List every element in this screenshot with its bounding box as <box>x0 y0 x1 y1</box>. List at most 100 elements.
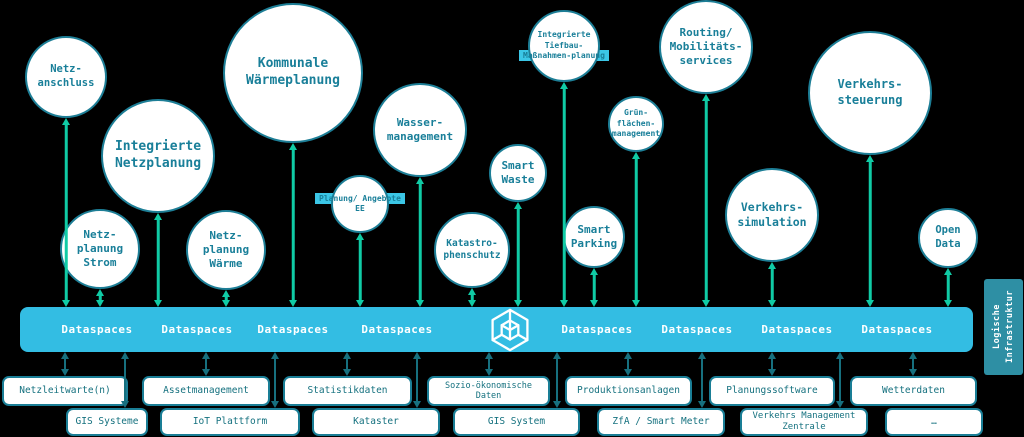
system-box-sonstige: … <box>885 408 983 436</box>
bubble-tiefbau-massnahmenplanung: Integrierte Tiefbau- Maßnahmen-planung <box>519 10 609 82</box>
arrowhead-down-icon <box>96 300 104 307</box>
system-box-planungssoftware: Planungssoftware <box>709 376 835 406</box>
arrowhead-up-icon <box>413 352 421 359</box>
arrow-line <box>704 99 708 302</box>
arrowhead-down-icon <box>485 369 493 376</box>
bubble-wasser-management: Wasser- management <box>373 83 467 177</box>
arrowhead-up-icon <box>944 268 952 275</box>
arrowhead-up-icon <box>222 290 230 297</box>
connector-verkehrs-steuerung <box>866 155 874 307</box>
bubble-routing-mobilitaetsservices: Routing/ Mobilitäts- services <box>659 0 753 94</box>
bubble-circle <box>101 99 215 213</box>
bubble-planung-angebote-ee: Planung/ Angebote EE <box>315 175 405 233</box>
bubble-circle <box>659 0 753 94</box>
arrowhead-down-icon <box>271 401 279 408</box>
bubble-label: Smart Parking <box>570 222 618 250</box>
arrow-line <box>64 357 66 371</box>
arrowhead-down-icon <box>768 300 776 307</box>
connector-sozio-oekonomische-daten <box>485 352 493 376</box>
arrowhead-up-icon <box>121 352 129 359</box>
bubble-label: Katastro- phenschutz <box>443 237 501 261</box>
arrowhead-down-icon <box>836 401 844 408</box>
bubble-kommunale-waermeplanung: Kommunale Wärmeplanung <box>223 3 363 143</box>
system-box-statistikdaten: Statistikdaten <box>283 376 412 406</box>
arrowhead-up-icon <box>416 177 424 184</box>
connector-netzleitwarte <box>61 352 69 376</box>
connector-kataster <box>413 352 421 408</box>
arrowhead-up-icon <box>343 352 351 359</box>
arrowhead-down-icon <box>560 300 568 307</box>
arrowhead-down-icon <box>553 401 561 408</box>
arrowhead-up-icon <box>289 143 297 150</box>
arrow-line <box>358 238 362 302</box>
bubble-label: Kommunale Wärmeplanung <box>246 56 340 88</box>
connector-planungssoftware <box>768 352 776 376</box>
bubble-circle <box>563 206 625 268</box>
arrow-line <box>291 148 295 302</box>
logische-infrastruktur-label: Logische Infrastruktur <box>991 290 1015 364</box>
bubble-smart-parking: Smart Parking <box>563 206 625 268</box>
bubble-katastrophenschutz: Katastro- phenschutz <box>434 212 510 288</box>
arrowhead-down-icon <box>468 300 476 307</box>
arrowhead-down-icon <box>202 369 210 376</box>
arrowhead-down-icon <box>356 300 364 307</box>
connector-routing-mobilitaetsservices <box>702 94 710 307</box>
arrow-line <box>912 357 914 371</box>
arrowhead-down-icon <box>413 401 421 408</box>
bubble-label: Integrierte Tiefbau- Maßnahmen-planung <box>523 30 605 61</box>
arrow-line <box>470 293 474 302</box>
arrowhead-up-icon <box>553 352 561 359</box>
dataspaces-label: Dataspaces <box>61 323 133 336</box>
connector-gis-system <box>553 352 561 408</box>
connector-smart-parking <box>590 268 598 307</box>
arrowhead-down-icon <box>698 401 706 408</box>
bubble-label: Grün- flächen- management <box>611 108 661 139</box>
connector-assetmanagement <box>202 352 210 376</box>
system-box-assetmanagement: Assetmanagement <box>142 376 270 406</box>
bubble-circle <box>608 96 664 152</box>
arrowhead-up-icon <box>514 202 522 209</box>
arrowhead-up-icon <box>96 289 104 296</box>
arrowhead-down-icon <box>62 300 70 307</box>
dataspaces-label: Dataspaces <box>861 323 933 336</box>
dataspaces-bar: Dataspaces Dataspaces Dataspaces Dataspaces… <box>20 307 973 352</box>
connector-wasser-management <box>416 177 424 307</box>
arrowhead-down-icon <box>866 300 874 307</box>
bubble-circle <box>331 175 389 233</box>
bubble-circle <box>725 168 819 262</box>
arrowhead-down-icon <box>416 300 424 307</box>
arrowhead-down-icon <box>121 401 129 408</box>
connector-netzplanung-waerme <box>222 290 230 307</box>
arrow-line <box>418 182 422 302</box>
bubble-netzplanung-strom: Netz- planung Strom <box>60 209 140 289</box>
connector-verkehrs-simulation <box>768 262 776 307</box>
connector-netzplanung-strom <box>96 289 104 307</box>
arrow-line <box>839 357 841 403</box>
arrow-line <box>868 160 872 302</box>
dataspaces-label: Dataspaces <box>257 323 329 336</box>
arrowhead-up-icon <box>836 352 844 359</box>
connector-produktionsanlagen <box>624 352 632 376</box>
bubble-label: Netz- planung Strom <box>76 227 124 270</box>
bubble-label: Planung/ Angebote EE <box>319 193 401 213</box>
bubble-verkehrs-steuerung: Verkehrs- steuerung <box>808 31 932 155</box>
bubble-open-data: Open Data <box>918 208 978 268</box>
bubble-circle <box>60 209 140 289</box>
connector-open-data <box>944 268 952 307</box>
bubble-label: Integrierte Netzplanung <box>114 139 202 171</box>
connector-kommunale-waermeplanung <box>289 143 297 307</box>
connector-verkehrs-management-zentrale <box>836 352 844 408</box>
arrow-line <box>946 273 950 302</box>
arrowhead-up-icon <box>61 352 69 359</box>
connector-katastrophenschutz <box>468 288 476 307</box>
system-box-verkehrs-management-zentrale: Verkehrs Management Zentrale <box>740 408 868 436</box>
connector-wetterdaten <box>909 352 917 376</box>
bubble-circle <box>25 36 107 118</box>
arrowhead-down-icon <box>343 369 351 376</box>
arrowhead-up-icon <box>590 268 598 275</box>
arrow-line <box>98 294 102 302</box>
bubble-smart-waste: Smart Waste <box>489 144 547 202</box>
system-box-iot-plattform: IoT Plattform <box>160 408 300 436</box>
arrow-line <box>592 273 596 302</box>
dataspaces-label: Dataspaces <box>761 323 833 336</box>
